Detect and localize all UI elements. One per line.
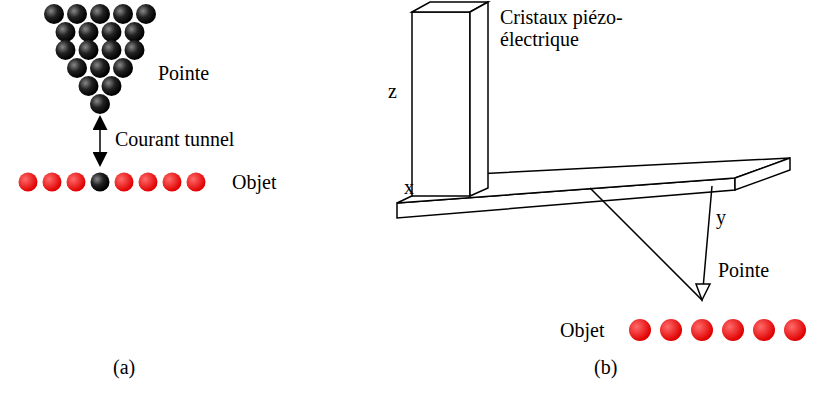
- atom: [115, 173, 134, 192]
- atom: [102, 22, 122, 42]
- atom: [113, 4, 133, 24]
- crystal-label: Cristaux piézo-électrique: [500, 6, 650, 50]
- atom: [691, 319, 713, 341]
- atom: [44, 4, 64, 24]
- atom: [56, 40, 76, 60]
- axis-label: z: [388, 80, 397, 102]
- tip-atoms: [44, 4, 156, 114]
- atom: [784, 319, 806, 341]
- atom: [139, 173, 158, 192]
- panel-letter: (a): [113, 356, 135, 378]
- atom: [79, 76, 99, 96]
- atom: [56, 22, 76, 42]
- atom: [163, 173, 182, 192]
- atom: [753, 319, 775, 341]
- atom: [90, 94, 110, 114]
- object-label: Objet: [560, 319, 604, 341]
- object-label: Objet: [232, 171, 276, 193]
- axis-label: x: [404, 176, 414, 198]
- atom: [660, 319, 682, 341]
- axis-label: y: [716, 206, 726, 228]
- atom: [67, 173, 86, 192]
- panel-letter: (b): [594, 356, 617, 378]
- tip-label: Pointe: [158, 62, 209, 84]
- atom: [187, 173, 206, 192]
- atom: [136, 4, 156, 24]
- piezo-scanner: [397, 2, 790, 300]
- atom: [67, 58, 87, 78]
- tunnel-arrow: [99, 118, 101, 164]
- atom: [113, 58, 133, 78]
- atom: [91, 173, 110, 192]
- atom: [722, 319, 744, 341]
- atom: [90, 58, 110, 78]
- atom: [43, 173, 62, 192]
- object-atoms: [19, 173, 206, 192]
- atom: [79, 40, 99, 60]
- atom: [102, 76, 122, 96]
- object-atoms: [629, 319, 806, 341]
- atom: [125, 40, 145, 60]
- atom: [125, 22, 145, 42]
- atom: [67, 4, 87, 24]
- atom: [102, 40, 122, 60]
- atom: [79, 22, 99, 42]
- atom: [19, 173, 38, 192]
- tip-label: Pointe: [718, 259, 769, 281]
- atom: [629, 319, 651, 341]
- current-label: Courant tunnel: [115, 128, 234, 150]
- atom: [90, 4, 110, 24]
